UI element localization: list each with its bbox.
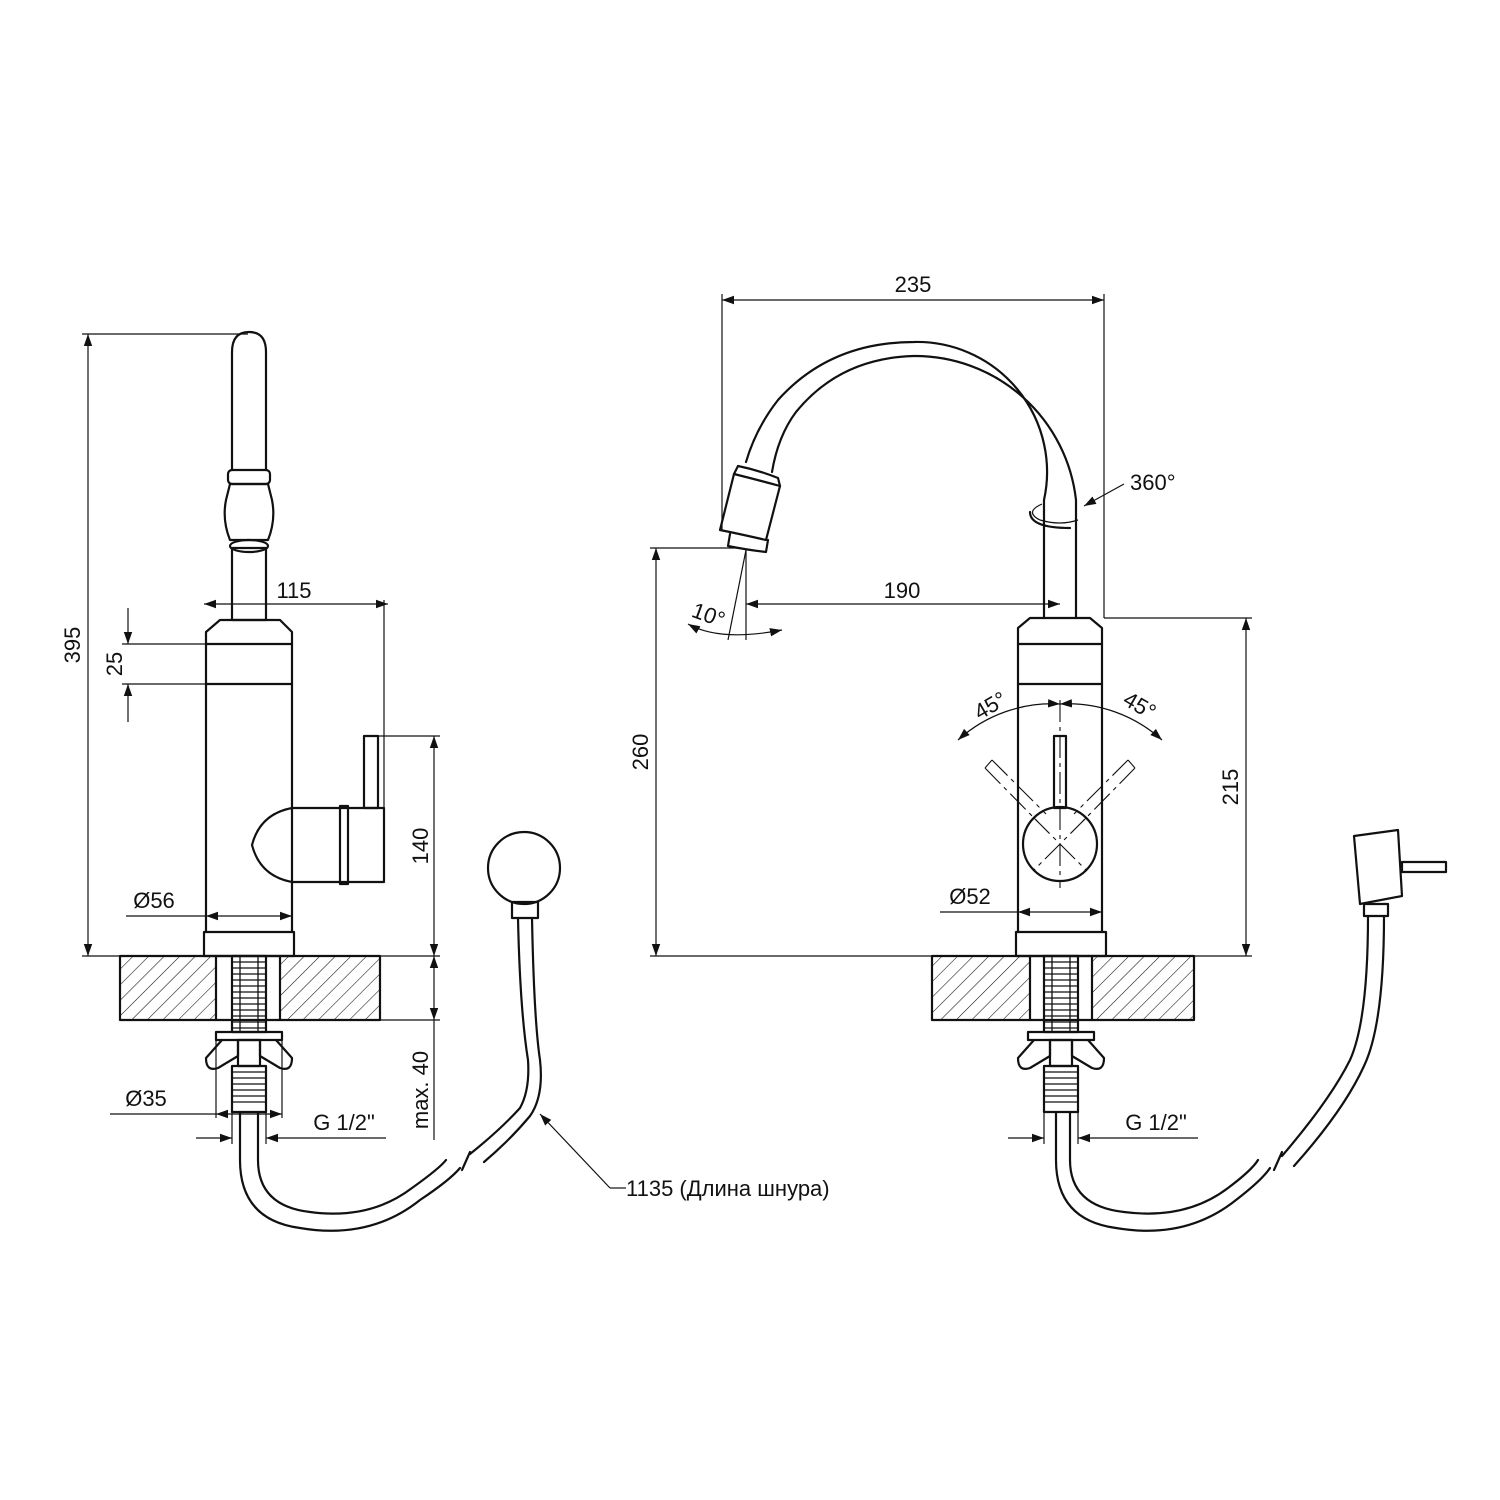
dim-diameter-52: Ø52 (949, 884, 991, 909)
countertop-right (930, 954, 1196, 1022)
dim-215: 215 (1218, 769, 1243, 806)
dim-rotation-360: 360° (1130, 470, 1176, 495)
dim-395: 395 (60, 627, 85, 664)
dim-235: 235 (895, 272, 932, 297)
side-handle (250, 734, 386, 886)
dim-angle-45-right: 45° (1119, 686, 1160, 724)
faucet-body-left (202, 618, 296, 958)
dim-115: 115 (276, 578, 311, 603)
wing-nut-left (204, 1030, 294, 1070)
dim-260: 260 (628, 734, 653, 771)
spout-side (223, 330, 275, 622)
dimensions-right (650, 294, 1252, 1144)
gooseneck-spout (718, 340, 1078, 620)
front-view: 235 360° 190 10° 260 215 45° 45° Ø52 G 1… (628, 272, 1448, 1232)
power-cord-left (238, 830, 562, 1232)
side-view: 395 115 25 140 max. 40 Ø56 Ø35 G 1/2" 11… (60, 330, 830, 1232)
dim-max-40: max. 40 (408, 1051, 433, 1129)
dim-190: 190 (884, 578, 921, 603)
handle-front (984, 700, 1136, 888)
dim-diameter-56: Ø56 (133, 888, 175, 913)
dim-25: 25 (102, 652, 127, 676)
dim-thread-right: G 1/2" (1125, 1110, 1187, 1135)
faucet-body-right (1014, 616, 1108, 958)
dimensions-left (82, 333, 626, 1189)
countertop-left (118, 954, 382, 1022)
lower-thread-right (1042, 1064, 1080, 1114)
cord-length-label: 1135 (Длина шнура) (626, 1176, 830, 1201)
dim-angle-45-left: 45° (970, 686, 1011, 724)
dim-diameter-35: Ø35 (125, 1086, 167, 1111)
dim-140: 140 (408, 828, 433, 865)
power-plug-right (1054, 828, 1448, 1232)
lower-thread-left (230, 1064, 268, 1114)
wing-nut-right (1016, 1030, 1106, 1070)
dim-thread-left: G 1/2" (313, 1110, 375, 1135)
